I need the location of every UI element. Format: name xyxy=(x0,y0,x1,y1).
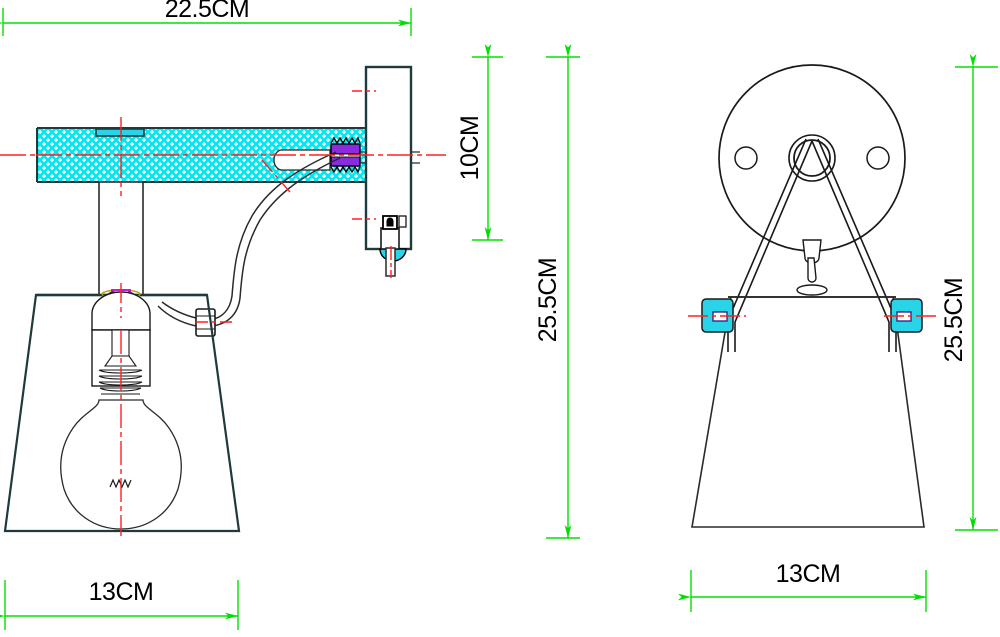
dim-label-shade-width-front: 13CM xyxy=(776,560,841,588)
dimension-layer xyxy=(0,8,998,630)
gland-tab xyxy=(398,215,407,228)
cable-tail-lower xyxy=(157,305,197,327)
dim-shade-width-front xyxy=(678,570,927,612)
center-line-layer-side xyxy=(0,90,446,536)
power-cable xyxy=(157,151,341,327)
cable-line-outer xyxy=(209,151,337,321)
cable-gland xyxy=(379,215,407,277)
drop-tube-body xyxy=(98,181,144,296)
stem-nipple xyxy=(796,239,828,296)
dim-overall-depth xyxy=(0,8,412,36)
center-boss-inner xyxy=(793,139,831,177)
dim-label-overall-height-front: 25.5CM xyxy=(940,278,968,363)
yoke-arm-right-inner xyxy=(811,140,890,352)
thread-teeth-top xyxy=(330,136,361,145)
dim-shade-width-side xyxy=(0,580,239,630)
nipple-disc xyxy=(796,284,828,296)
mounting-hole-right xyxy=(866,146,890,170)
arm-top-slot xyxy=(95,128,145,137)
dim-overall-height-side xyxy=(546,44,580,539)
dim-label-shade-width-side: 13CM xyxy=(89,578,154,606)
dim-label-overall-height-side: 25.5CM xyxy=(534,258,562,343)
cable-line-inner xyxy=(211,157,341,327)
cable-tail-upper xyxy=(161,301,197,319)
dim-overall-height-front xyxy=(955,54,998,531)
front-view xyxy=(688,64,940,528)
nipple-pin xyxy=(807,257,817,283)
dim-wall-plate-height xyxy=(472,44,503,241)
side-section-view xyxy=(0,65,446,536)
dim-label-overall-depth: 22.5CM xyxy=(165,0,250,23)
drop-tube xyxy=(98,181,144,296)
thread-teeth-bottom xyxy=(330,165,361,174)
mounting-hole-left xyxy=(734,146,758,170)
yoke-arm-left-inner xyxy=(734,140,813,352)
gland-keyhole-icon xyxy=(386,217,394,227)
dim-label-wall-plate-height: 10CM xyxy=(456,116,484,181)
shade-body-front xyxy=(691,296,925,528)
cl-cable-slant xyxy=(261,159,291,193)
gland-body xyxy=(380,227,400,250)
